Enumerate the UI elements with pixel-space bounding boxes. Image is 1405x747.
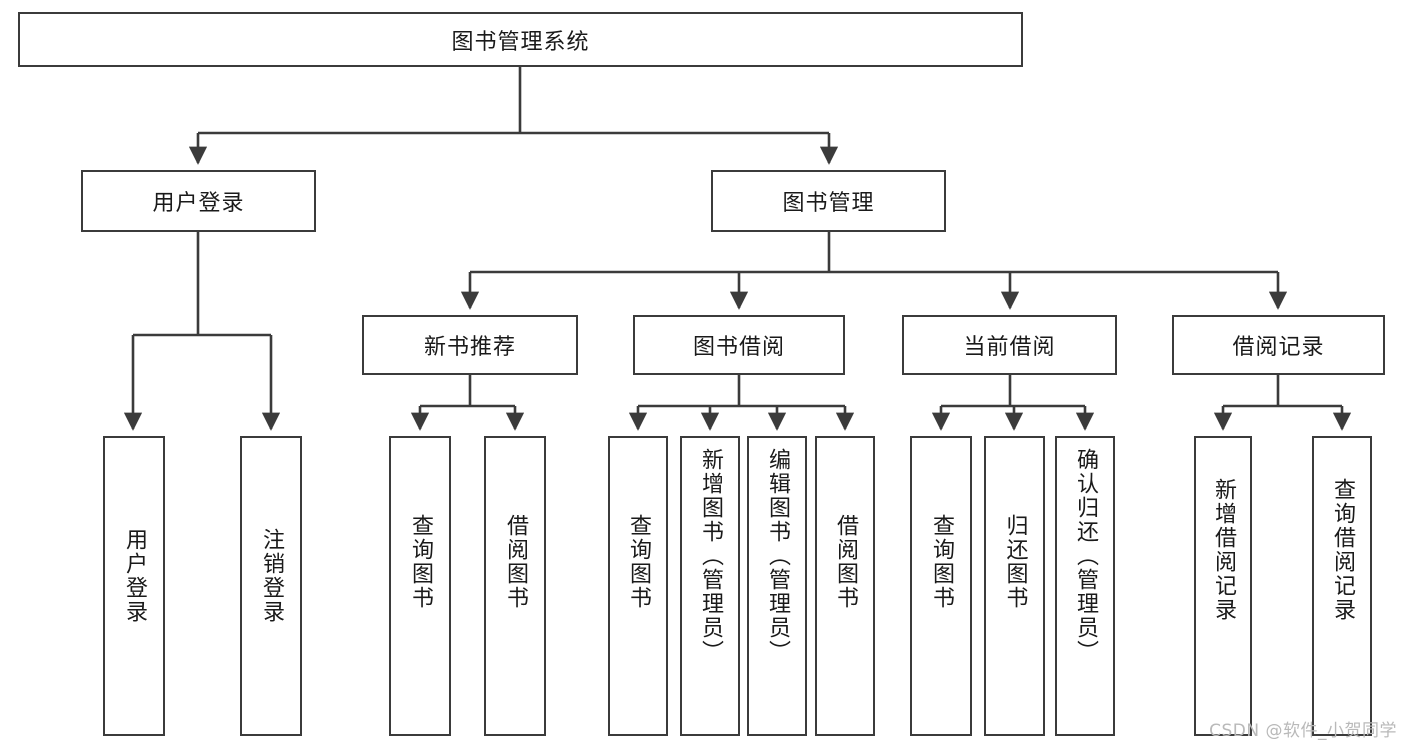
- leaf-add-book-admin-label: 新增图书（管理员）: [697, 448, 723, 664]
- node-current-borrow-label: 当前借阅: [963, 335, 1056, 360]
- leaf-edit-book-admin[interactable]: 编辑图书（管理员）: [747, 436, 807, 736]
- leaf-user-login-label: 用户登录: [121, 528, 147, 624]
- node-user-login[interactable]: 用户登录: [81, 170, 316, 232]
- leaf-return-book-label: 归还图书: [1002, 514, 1028, 610]
- leaf-query-borrow-record-label: 查询借阅记录: [1329, 478, 1355, 622]
- leaf-query-book-borrow-label: 查询图书: [625, 514, 651, 610]
- node-new-book-recommend[interactable]: 新书推荐: [362, 315, 578, 375]
- leaf-query-borrow-record[interactable]: 查询借阅记录: [1312, 436, 1372, 736]
- leaf-borrow-book-recommend[interactable]: 借阅图书: [484, 436, 546, 736]
- leaf-user-login[interactable]: 用户登录: [103, 436, 165, 736]
- node-book-borrow[interactable]: 图书借阅: [633, 315, 845, 375]
- node-borrow-record[interactable]: 借阅记录: [1172, 315, 1385, 375]
- leaf-add-borrow-record-label: 新增借阅记录: [1210, 478, 1236, 622]
- leaf-logout[interactable]: 注销登录: [240, 436, 302, 736]
- leaf-borrow-book-recommend-label: 借阅图书: [502, 514, 528, 610]
- leaf-return-book[interactable]: 归还图书: [984, 436, 1045, 736]
- node-book-borrow-label: 图书借阅: [692, 335, 785, 360]
- leaf-add-borrow-record[interactable]: 新增借阅记录: [1194, 436, 1252, 736]
- leaf-logout-label: 注销登录: [258, 528, 284, 624]
- node-new-book-recommend-label: 新书推荐: [423, 335, 516, 360]
- node-root[interactable]: 图书管理系统: [18, 12, 1023, 67]
- node-book-management[interactable]: 图书管理: [711, 170, 946, 232]
- leaf-confirm-return-admin-label: 确认归还（管理员）: [1072, 448, 1098, 664]
- node-book-management-label: 图书管理: [782, 191, 875, 216]
- leaf-borrow-book-label: 借阅图书: [832, 514, 858, 610]
- node-root-label: 图书管理系统: [451, 29, 590, 55]
- leaf-query-book-borrow[interactable]: 查询图书: [608, 436, 668, 736]
- leaf-edit-book-admin-label: 编辑图书（管理员）: [764, 448, 790, 664]
- node-borrow-record-label: 借阅记录: [1232, 335, 1325, 360]
- leaf-confirm-return-admin[interactable]: 确认归还（管理员）: [1055, 436, 1115, 736]
- leaf-query-book-current-label: 查询图书: [928, 514, 954, 610]
- node-user-login-label: 用户登录: [152, 191, 245, 216]
- node-current-borrow[interactable]: 当前借阅: [902, 315, 1117, 375]
- leaf-query-book-recommend[interactable]: 查询图书: [389, 436, 451, 736]
- leaf-add-book-admin[interactable]: 新增图书（管理员）: [680, 436, 740, 736]
- csdn-watermark: CSDN @软件_小贺同学: [1209, 721, 1397, 741]
- leaf-borrow-book[interactable]: 借阅图书: [815, 436, 875, 736]
- leaf-query-book-recommend-label: 查询图书: [407, 514, 433, 610]
- leaf-query-book-current[interactable]: 查询图书: [910, 436, 972, 736]
